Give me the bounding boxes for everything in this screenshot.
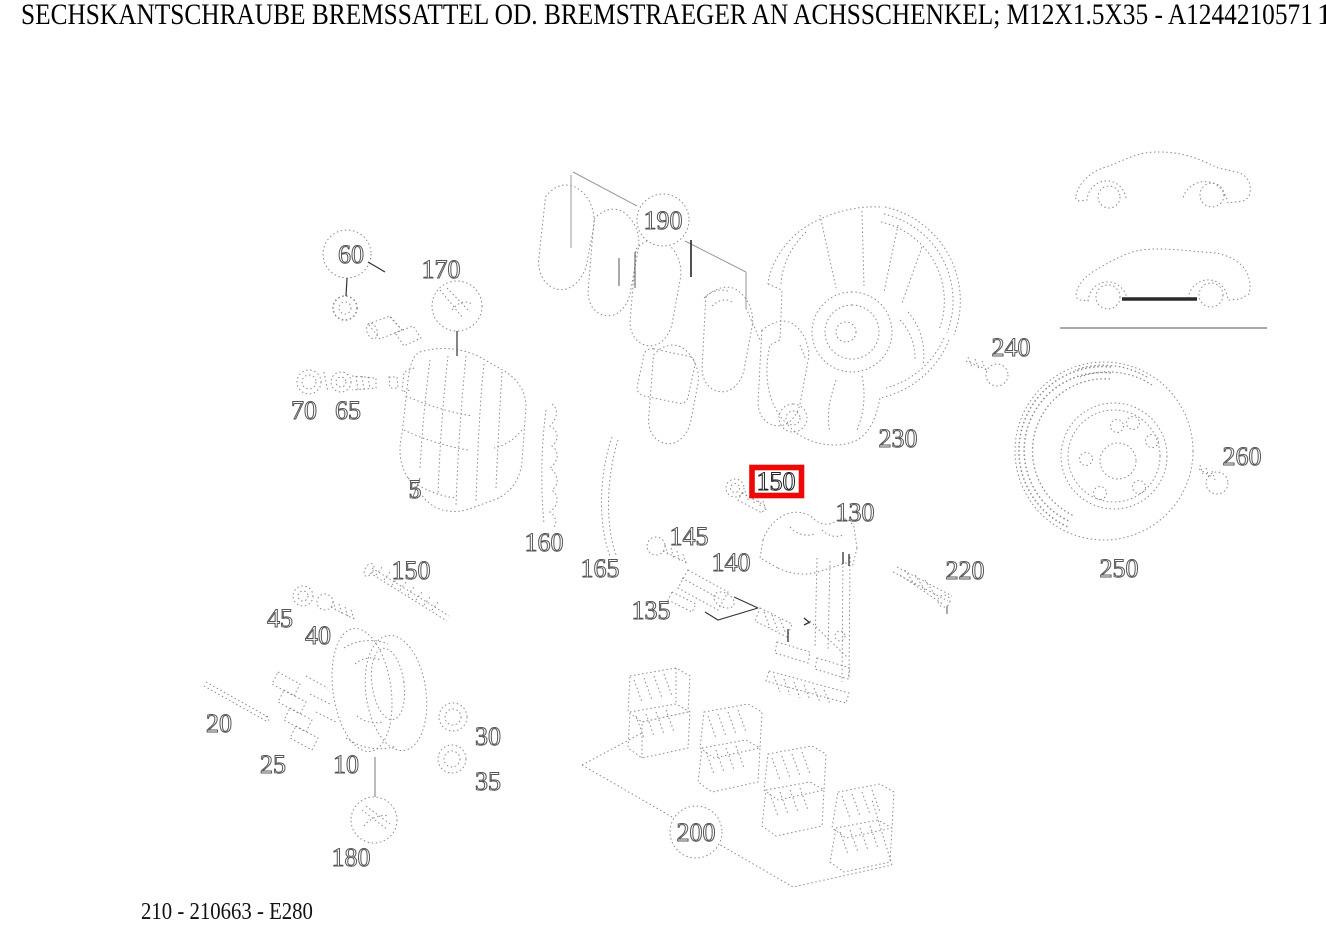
svg-text:180: 180 [332, 843, 371, 872]
svg-text:160: 160 [525, 528, 564, 557]
svg-text:170: 170 [422, 255, 461, 284]
svg-text:190: 190 [644, 206, 683, 235]
svg-text:260: 260 [1223, 442, 1262, 471]
svg-text:145: 145 [670, 522, 709, 551]
svg-text:130: 130 [836, 498, 875, 527]
svg-text:135: 135 [632, 596, 671, 625]
svg-text:165: 165 [581, 554, 620, 583]
svg-text:30: 30 [475, 722, 501, 751]
svg-text:20: 20 [206, 709, 232, 738]
svg-text:210 - 210663 - E280: 210 - 210663 - E280 [141, 898, 313, 925]
svg-text:25: 25 [260, 750, 286, 779]
svg-text:230: 230 [879, 424, 918, 453]
svg-text:40: 40 [305, 621, 331, 650]
svg-text:150: 150 [392, 556, 431, 585]
svg-text:45: 45 [267, 604, 293, 633]
svg-text:1: 1 [1317, 0, 1326, 31]
svg-text:140: 140 [712, 548, 751, 577]
svg-text:250: 250 [1100, 554, 1139, 583]
svg-text:65: 65 [335, 396, 361, 425]
svg-text:60: 60 [338, 240, 364, 269]
svg-text:220: 220 [946, 556, 985, 585]
svg-text:70: 70 [291, 396, 317, 425]
svg-text:5: 5 [409, 475, 422, 504]
svg-text:35: 35 [475, 767, 501, 796]
svg-text:10: 10 [333, 750, 359, 779]
svg-text:240: 240 [992, 333, 1031, 362]
svg-text:200: 200 [677, 818, 716, 847]
svg-text:150: 150 [757, 467, 796, 496]
svg-text:SECHSKANTSCHRAUBE BREMSSATTEL: SECHSKANTSCHRAUBE BREMSSATTEL OD. BREMST… [21, 0, 1313, 30]
